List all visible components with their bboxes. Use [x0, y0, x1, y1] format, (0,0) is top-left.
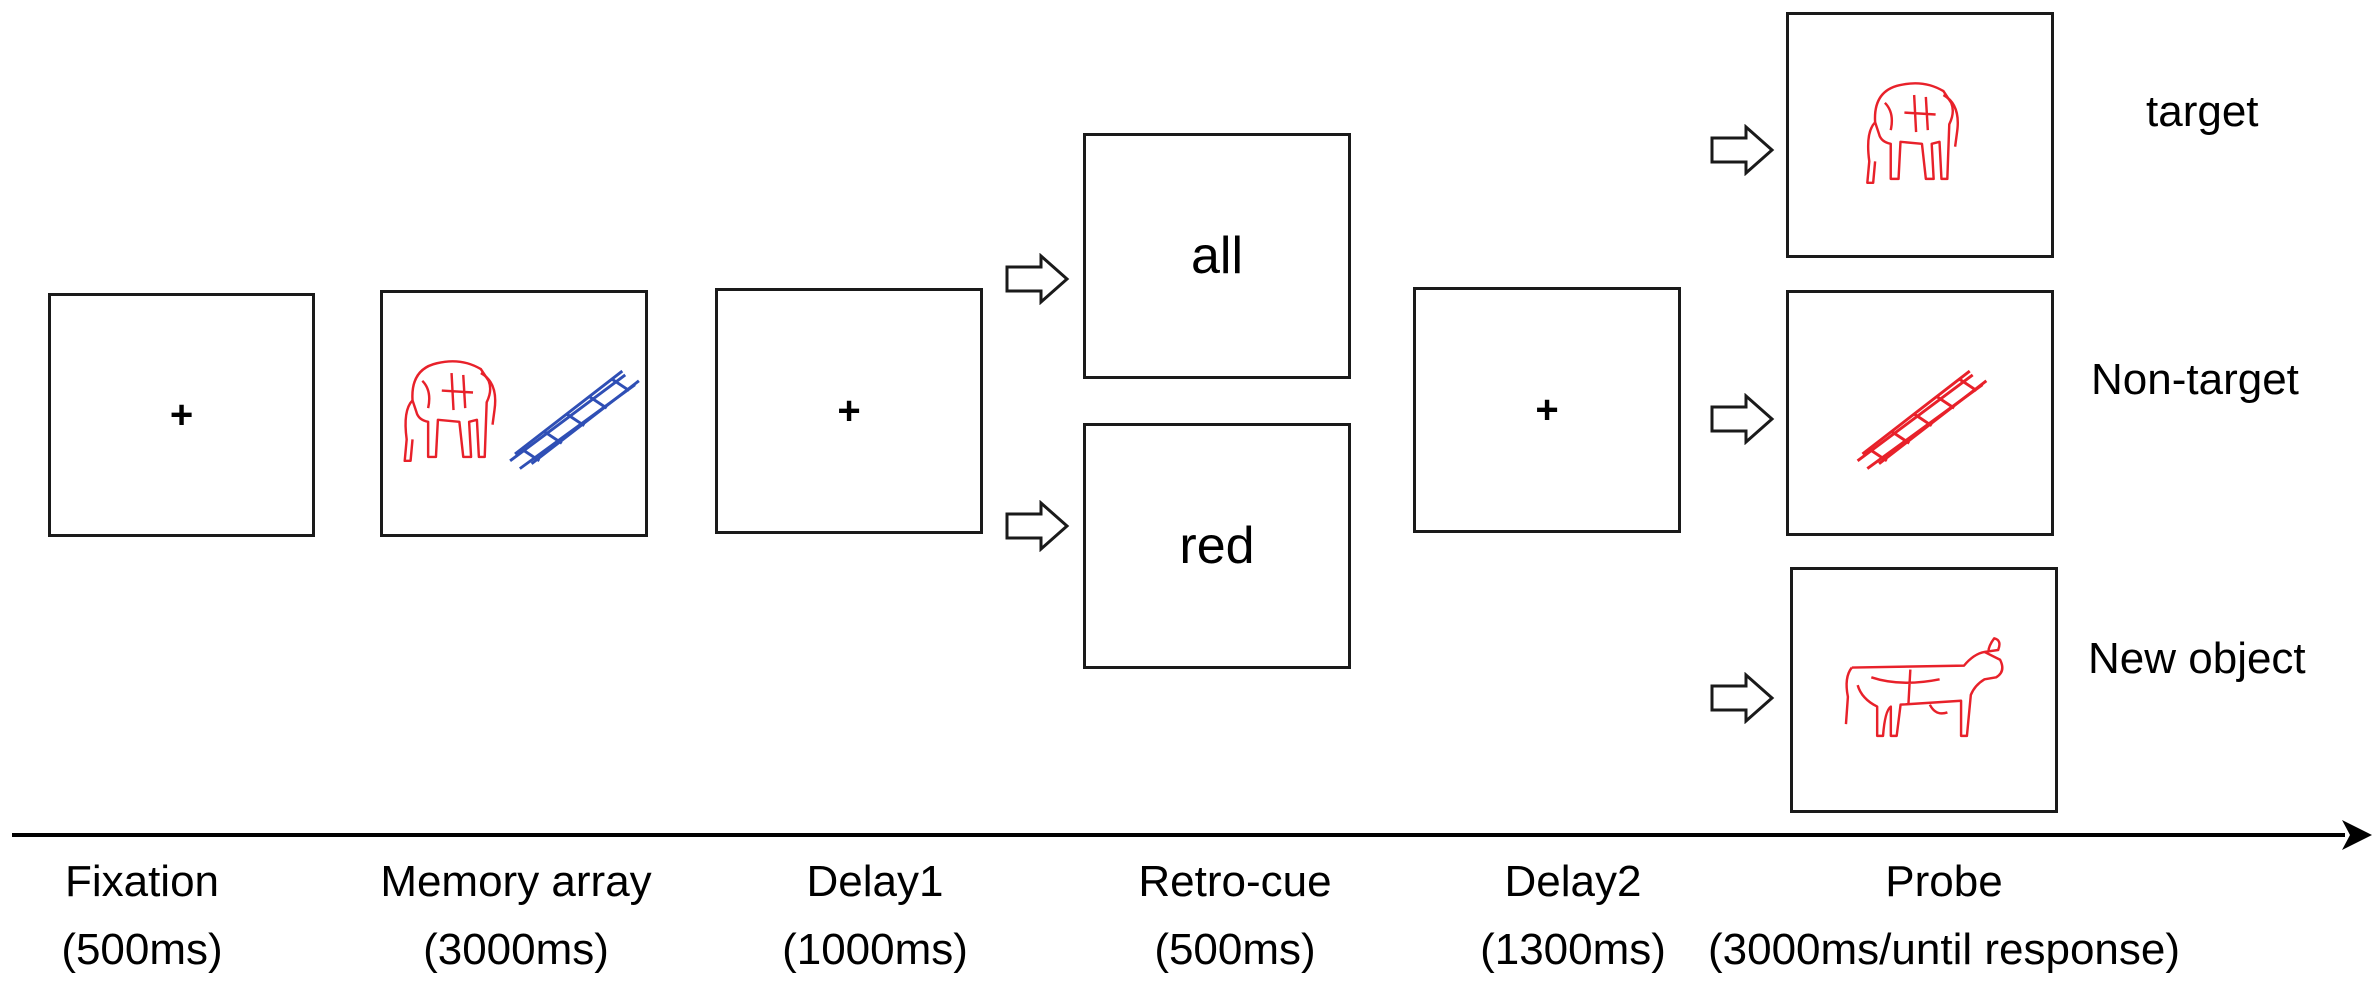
probe-new-screen — [1790, 567, 2058, 813]
stage-probe: Probe (3000ms/until response) — [1708, 848, 2180, 984]
probe-label-target: target — [2146, 87, 2259, 136]
probe-label-new-object: New object — [2088, 634, 2306, 683]
retro-cue-all-text: all — [1190, 227, 1244, 285]
stage-name: Retro-cue — [1138, 857, 1332, 906]
arrow-to-probe-target-icon — [1710, 124, 1775, 176]
stage-delay1: Delay1 (1000ms) — [782, 848, 968, 984]
stage-fixation: Fixation (500ms) — [61, 848, 222, 984]
stage-duration: (500ms) — [1154, 925, 1316, 974]
memory-array-objects — [403, 360, 640, 470]
retro-cue-red-text: red — [1179, 517, 1255, 575]
stage-name: Delay1 — [806, 857, 944, 906]
arrow-to-cue-red-icon — [1005, 500, 1070, 552]
stage-duration: (1000ms) — [782, 925, 968, 974]
ladder-icon — [509, 369, 640, 470]
memory-array-screen — [380, 290, 648, 537]
probe-elephant — [1866, 82, 1959, 185]
stage-memory-array: Memory array (3000ms) — [380, 848, 651, 984]
probe-target-screen — [1786, 12, 2054, 258]
stage-name: Memory array — [380, 857, 652, 906]
stage-name: Probe — [1885, 857, 2003, 906]
delay2-cross: + — [1535, 388, 1559, 432]
cow-icon — [1844, 637, 2004, 738]
stage-name: Delay2 — [1504, 857, 1642, 906]
retro-cue-red-screen: red — [1083, 423, 1351, 669]
delay1-screen: + — [715, 288, 983, 534]
retro-cue-all-screen: all — [1083, 133, 1351, 379]
stage-duration: (500ms) — [61, 925, 223, 974]
probe-cow — [1844, 637, 2004, 738]
fixation-cross: + — [169, 393, 194, 437]
delay2-screen: + — [1413, 287, 1681, 533]
probe-nontarget-screen — [1786, 290, 2054, 536]
stage-delay2: Delay2 (1300ms) — [1480, 848, 1666, 984]
stage-duration: (3000ms) — [423, 925, 609, 974]
fixation-screen: + — [48, 293, 315, 537]
probe-ladder — [1856, 369, 1988, 470]
stage-retro-cue: Retro-cue (500ms) — [1138, 848, 1331, 984]
probe-label-non-target: Non-target — [2091, 355, 2299, 404]
elephant-icon — [403, 360, 497, 463]
stage-duration: (1300ms) — [1480, 925, 1666, 974]
ladder-icon — [1856, 369, 1988, 470]
arrow-to-probe-nontarget-icon — [1710, 393, 1775, 445]
delay1-cross: + — [837, 389, 861, 433]
stage-name: Fixation — [64, 857, 220, 906]
timeline-arrowhead — [2342, 820, 2372, 850]
elephant-icon — [1866, 82, 1959, 185]
arrow-to-cue-all-icon — [1005, 253, 1070, 305]
stage-duration: (3000ms/until response) — [1707, 925, 2181, 974]
arrow-to-probe-new-icon — [1710, 672, 1775, 724]
